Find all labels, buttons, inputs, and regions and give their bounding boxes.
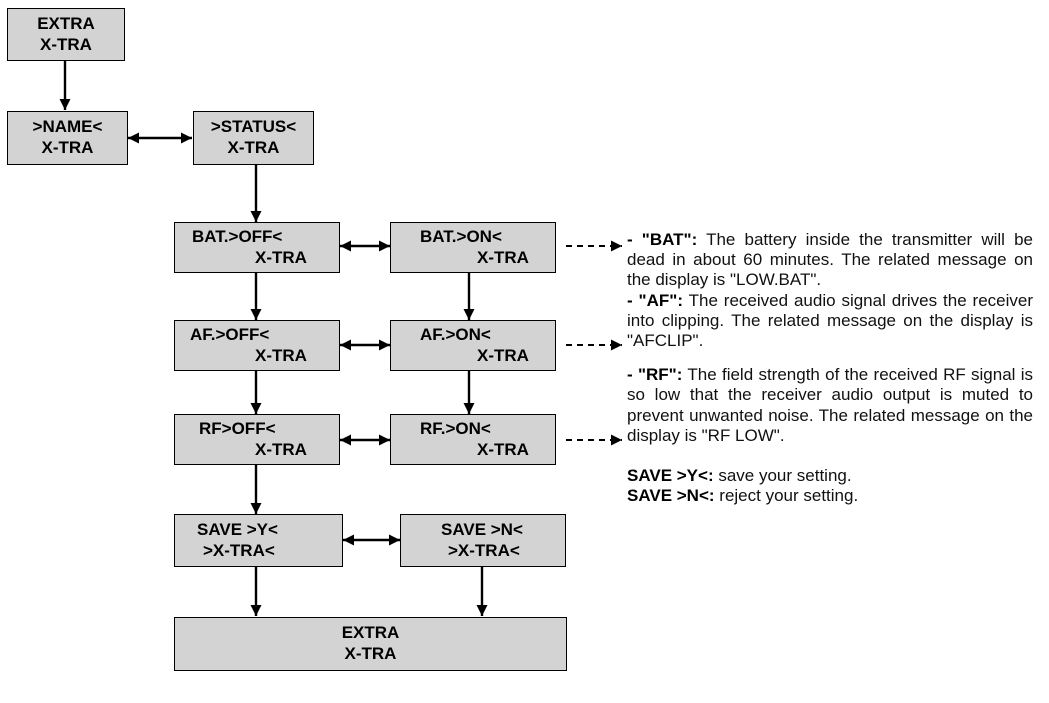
box-line-1: SAVE >Y<	[197, 520, 278, 539]
box-line-2: X-TRA	[477, 248, 529, 267]
menu-box-bat-off: BAT.>OFF< X-TRA	[174, 222, 340, 273]
box-line-1: SAVE >N<	[441, 520, 523, 539]
box-line-2: X-TRA	[255, 248, 307, 267]
menu-box-extra-final: EXTRA X-TRA	[174, 617, 567, 671]
note-bat-text: The battery inside the transmitter will …	[627, 230, 1033, 290]
note-rf: - "RF": The field strength of the receiv…	[627, 365, 1033, 446]
box-line-2: X-TRA	[227, 138, 280, 157]
note-save-n-label: SAVE >N<:	[627, 486, 715, 506]
box-line-2: X-TRA	[477, 440, 529, 459]
note-rf-text: The field strength of the received RF si…	[627, 365, 1034, 445]
box-line-1: BAT.>OFF<	[192, 227, 283, 246]
box-line-2: >X-TRA<	[203, 541, 275, 560]
menu-box-af-on: AF.>ON< X-TRA	[390, 320, 556, 371]
box-line-1: AF.>ON<	[420, 325, 491, 344]
box-line-2: X-TRA	[40, 35, 92, 54]
box-line-1: RF>OFF<	[199, 419, 276, 438]
box-line-1: >NAME<	[32, 117, 103, 136]
menu-box-extra: EXTRA X-TRA	[7, 8, 125, 61]
menu-box-save-y: SAVE >Y< >X-TRA<	[174, 514, 343, 567]
menu-box-status: >STATUS< X-TRA	[193, 111, 314, 165]
note-save-n: SAVE >N<: reject your setting.	[627, 486, 1033, 506]
box-line-2: X-TRA	[255, 440, 307, 459]
note-af-label: - "AF":	[627, 290, 684, 310]
note-save-y-label: SAVE >Y<:	[627, 466, 714, 486]
box-line-2: X-TRA	[477, 346, 529, 365]
note-save-n-text: reject your setting.	[714, 486, 859, 506]
note-rf-label: - "RF":	[627, 365, 683, 385]
note-bat-label: - "BAT":	[627, 230, 698, 249]
box-line-2: >X-TRA<	[448, 541, 520, 560]
box-line-1: RF.>ON<	[420, 419, 491, 438]
menu-box-rf-on: RF.>ON< X-TRA	[390, 414, 556, 465]
status-notes: - "BAT": The battery inside the transmit…	[627, 230, 1033, 506]
box-line-1: >STATUS<	[210, 117, 297, 136]
menu-box-af-off: AF.>OFF< X-TRA	[174, 320, 340, 371]
note-af-text: The received audio signal drives the rec…	[627, 290, 1034, 351]
notes-spacer	[627, 446, 1033, 466]
note-bat: - "BAT": The battery inside the transmit…	[627, 230, 1033, 291]
box-line-1: AF.>OFF<	[190, 325, 270, 344]
box-line-2: X-TRA	[255, 346, 307, 365]
box-line-1: EXTRA	[37, 14, 95, 33]
box-line-2: X-TRA	[344, 644, 397, 663]
note-save-y: SAVE >Y<: save your setting.	[627, 466, 1033, 486]
note-af: - "AF": The received audio signal drives…	[627, 291, 1033, 352]
note-save-y-text: save your setting.	[713, 466, 852, 486]
menu-box-rf-off: RF>OFF< X-TRA	[174, 414, 340, 465]
menu-box-save-n: SAVE >N< >X-TRA<	[400, 514, 566, 567]
menu-box-bat-on: BAT.>ON< X-TRA	[390, 222, 556, 273]
box-line-1: EXTRA	[341, 623, 400, 642]
box-line-2: X-TRA	[41, 138, 94, 157]
menu-box-name: >NAME< X-TRA	[7, 111, 128, 165]
box-line-1: BAT.>ON<	[420, 227, 502, 246]
